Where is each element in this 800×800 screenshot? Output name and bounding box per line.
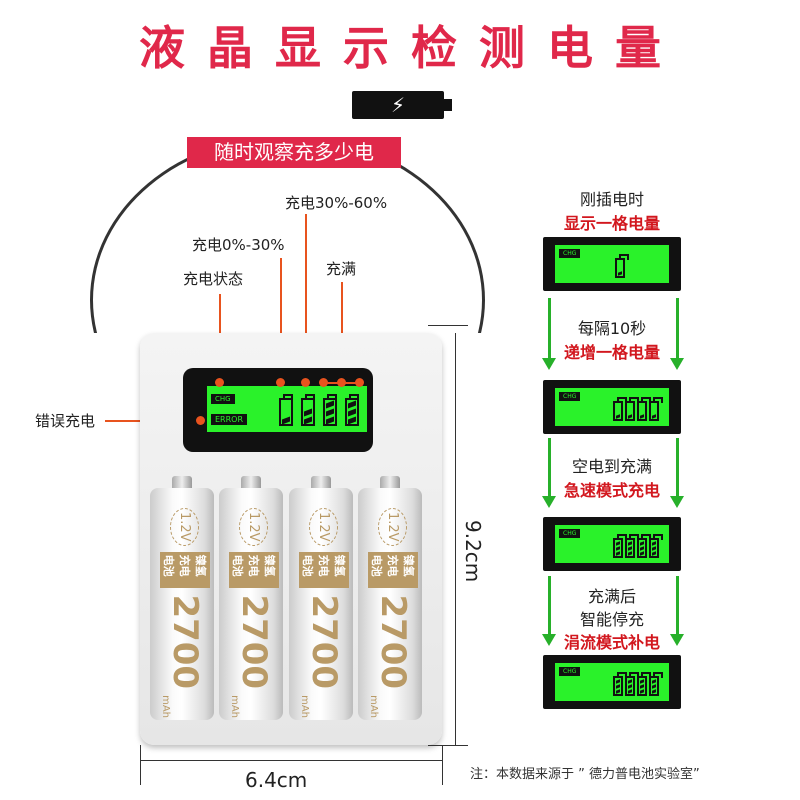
cell-icon: [637, 397, 651, 421]
callout-line: [341, 282, 343, 382]
cell-icon: [279, 394, 293, 426]
arrow-line: [676, 298, 679, 360]
battery-capacity: 2700: [165, 594, 205, 690]
cell-icon: [613, 672, 627, 696]
chg-indicator: CHG: [559, 249, 581, 258]
dimension-line: [140, 745, 141, 785]
callout-state: 充电状态: [183, 270, 244, 288]
callout-dot: [301, 378, 310, 387]
cell-icon: [615, 254, 629, 278]
battery-name: 镍氢充电电池: [229, 551, 279, 589]
cell-icon: [625, 397, 639, 421]
cell-icon: [649, 672, 663, 696]
battery-name: 镍氢充电电池: [299, 551, 349, 589]
lcd-step-4: CHG: [543, 655, 681, 709]
battery-voltage: 1.2V: [170, 508, 200, 546]
arrow-down-icon: [670, 496, 684, 508]
cell-icon: [649, 534, 663, 558]
arrow-down-icon: [670, 634, 684, 646]
battery-capacity: 2700: [234, 594, 274, 690]
arrow-down-icon: [542, 634, 556, 646]
cell-icon: [301, 394, 315, 426]
callout-low: 充电0%-30%: [192, 236, 285, 254]
step-highlight: 涓流模式补电: [563, 633, 660, 652]
arrow-line: [548, 438, 551, 498]
cell-icon: [613, 534, 627, 558]
dimension-line: [455, 333, 456, 745]
cell-icon: [323, 394, 337, 426]
step-text: 智能停充: [579, 610, 644, 629]
cell-icon: [345, 394, 359, 426]
cell-icon: [625, 534, 639, 558]
battery-capacity: 2700: [304, 594, 344, 690]
callout-line: [305, 214, 307, 380]
aa-battery: 1.2V 镍氢充电电池 2700 mAh: [219, 476, 283, 720]
step-highlight: 急速模式充电: [563, 481, 660, 500]
lightning-icon: ⚡: [390, 93, 406, 117]
callout-dot: [196, 416, 205, 425]
width-dimension: 6.4cm: [245, 768, 308, 792]
chg-indicator: CHG: [559, 529, 581, 538]
cell-icon: [637, 534, 651, 558]
step-highlight: 显示一格电量: [563, 214, 660, 233]
battery-voltage: 1.2V: [239, 508, 269, 546]
battery-icon: ⚡: [352, 91, 452, 119]
cell-icon: [637, 672, 651, 696]
arrow-line: [676, 576, 679, 636]
height-dimension: 9.2cm: [461, 520, 485, 583]
lcd-step-3: CHG: [543, 517, 681, 571]
arrow-line: [548, 576, 551, 636]
chg-indicator: CHG: [559, 667, 581, 676]
dimension-line: [428, 745, 468, 746]
cell-icon: [613, 397, 627, 421]
step-text: 刚插电时: [579, 190, 644, 209]
callout-error: 错误充电: [35, 412, 96, 430]
step-highlight: 递增一格电量: [563, 343, 660, 362]
battery-voltage: 1.2V: [309, 508, 339, 546]
callout-full: 充满: [326, 260, 357, 278]
chg-indicator: CHG: [559, 392, 581, 401]
battery-name: 镍氢充电电池: [160, 551, 210, 589]
aa-battery: 1.2V 镍氢充电电池 2700 mAh: [289, 476, 353, 720]
lcd-step-1: CHG: [543, 237, 681, 291]
callout-dot: [319, 378, 328, 387]
battery-unit: mAh: [368, 695, 379, 718]
error-indicator: ERROR: [211, 414, 248, 425]
lcd-step-2: CHG: [543, 380, 681, 434]
battery-capacity: 2700: [373, 594, 413, 690]
callout-mid: 充电30%-60%: [285, 194, 388, 212]
arrow-down-icon: [542, 358, 556, 370]
page-title: 液晶显示检测电量: [139, 21, 683, 75]
lcd-screen: CHG ERROR: [207, 386, 367, 432]
callout-dot: [276, 378, 285, 387]
dimension-line: [140, 760, 442, 761]
footnote: 注：本数据来源于 ” 德力普电池实验室”: [470, 767, 700, 782]
callout-dot: [337, 378, 346, 387]
battery-unit: mAh: [299, 695, 310, 718]
banner: 随时观察充多少电: [187, 137, 401, 168]
aa-battery: 1.2V 镍氢充电电池 2700 mAh: [358, 476, 422, 720]
battery-voltage: 1.2V: [378, 508, 408, 546]
dimension-line: [428, 325, 468, 326]
chg-indicator: CHG: [211, 394, 235, 404]
callout-line: [280, 258, 282, 380]
callout-dot: [355, 378, 364, 387]
aa-battery: 1.2V 镍氢充电电池 2700 mAh: [150, 476, 214, 720]
battery-name: 镍氢充电电池: [368, 551, 418, 589]
arrow-down-icon: [670, 358, 684, 370]
battery-unit: mAh: [160, 695, 171, 718]
step-text: 充满后: [587, 587, 636, 606]
callout-dot: [215, 378, 224, 387]
arrow-line: [676, 438, 679, 498]
arrow-line: [548, 298, 551, 360]
step-text: 空电到充满: [571, 457, 652, 476]
dimension-line: [442, 745, 443, 785]
arrow-down-icon: [542, 496, 556, 508]
step-text: 每隔10秒: [577, 319, 647, 338]
cell-icon: [625, 672, 639, 696]
battery-unit: mAh: [229, 695, 240, 718]
cell-icon: [649, 397, 663, 421]
